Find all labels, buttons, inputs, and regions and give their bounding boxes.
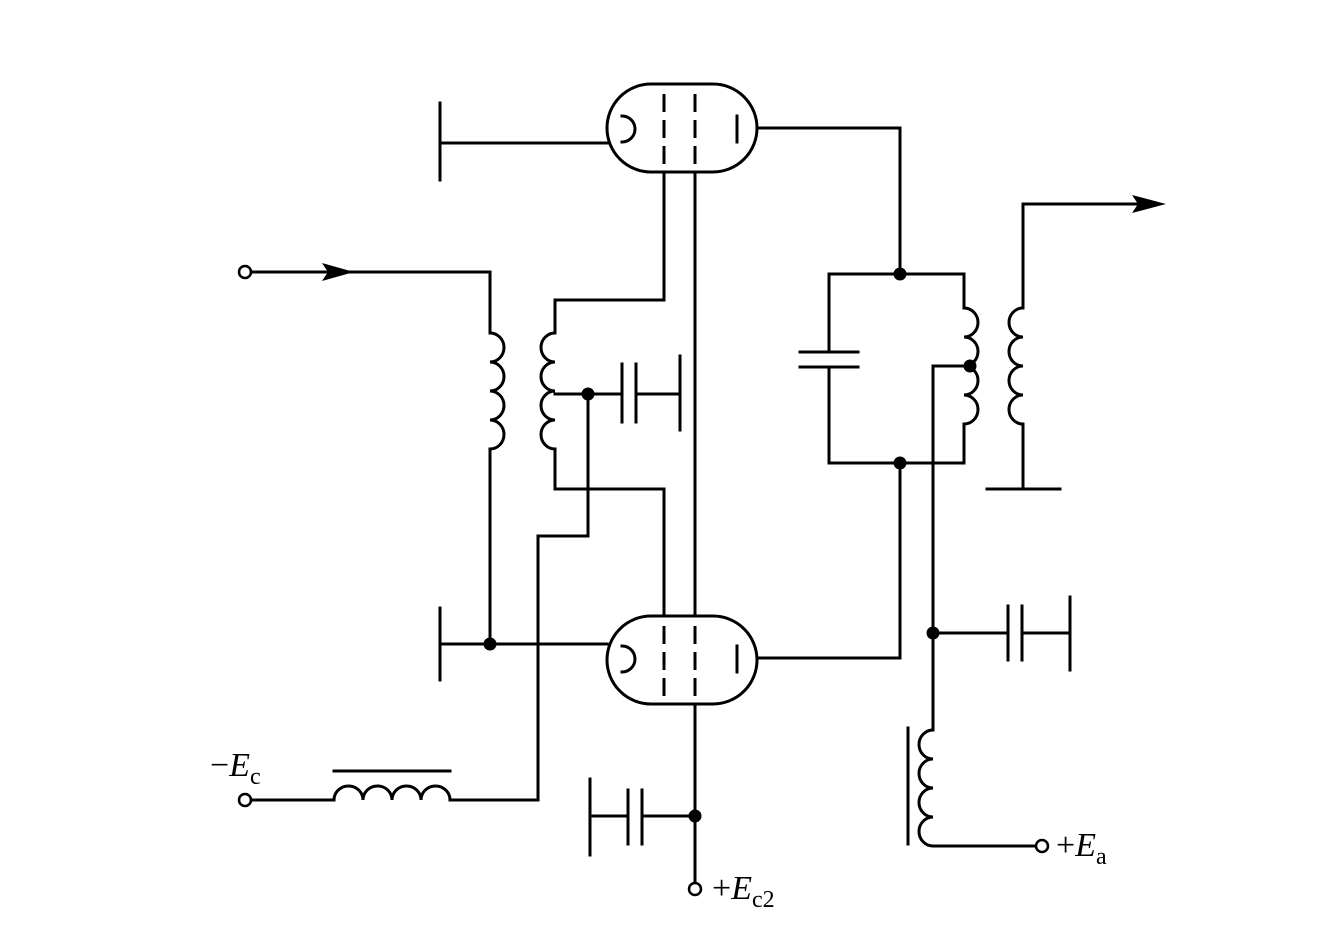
- neg-ec-label: −Ec: [210, 747, 261, 790]
- pos-ec2-terminal[interactable]: [687, 881, 703, 897]
- tank-top-junction: [893, 267, 907, 281]
- input-section: [237, 170, 682, 802]
- plate-feed-wire: [931, 364, 972, 732]
- bottom-grid-lead: [553, 447, 666, 618]
- top-anode-wire: [755, 126, 902, 276]
- top-tube-envelope: [605, 82, 759, 174]
- input-transformer-secondary-coil: [539, 331, 557, 451]
- bias-choke-coil: [332, 784, 452, 802]
- output-secondary: [985, 195, 1166, 491]
- pos-ea-label: +Ea: [1056, 827, 1107, 870]
- input-arrow-icon: [322, 263, 354, 281]
- plate-supply-section: +Ea: [906, 595, 1107, 870]
- screen-supply-section: +Ec2: [588, 170, 775, 913]
- grid-bias-section: −Ec: [210, 747, 540, 808]
- cathode-junction: [483, 637, 497, 651]
- input-terminal[interactable]: [237, 264, 253, 280]
- bottom-tube-cathode: [620, 644, 637, 674]
- input-transformer-primary-coil: [488, 331, 506, 451]
- bottom-anode-wire: [755, 461, 902, 660]
- bottom-vacuum-tube: [605, 614, 759, 706]
- output-tank-circuit: [755, 126, 980, 732]
- top-tube-cathode: [620, 114, 637, 144]
- center-tap-junction: [581, 387, 595, 401]
- pos-ea-terminal[interactable]: [1034, 838, 1050, 854]
- neg-ec-terminal[interactable]: [237, 792, 253, 808]
- screen-junction: [688, 809, 702, 823]
- cathode-ground-symbols: [438, 101, 609, 682]
- tank-bottom-junction: [893, 456, 907, 470]
- output-wire: [1021, 202, 1140, 310]
- plate-choke-coil: [917, 728, 935, 848]
- bottom-tube-envelope: [605, 614, 759, 706]
- output-arrow-icon: [1132, 195, 1166, 213]
- top-vacuum-tube: [605, 82, 759, 174]
- output-transformer-secondary-coil: [1007, 306, 1025, 426]
- pos-ec2-label: +Ec2: [712, 870, 775, 913]
- center-tap-bias-wire: [536, 392, 590, 802]
